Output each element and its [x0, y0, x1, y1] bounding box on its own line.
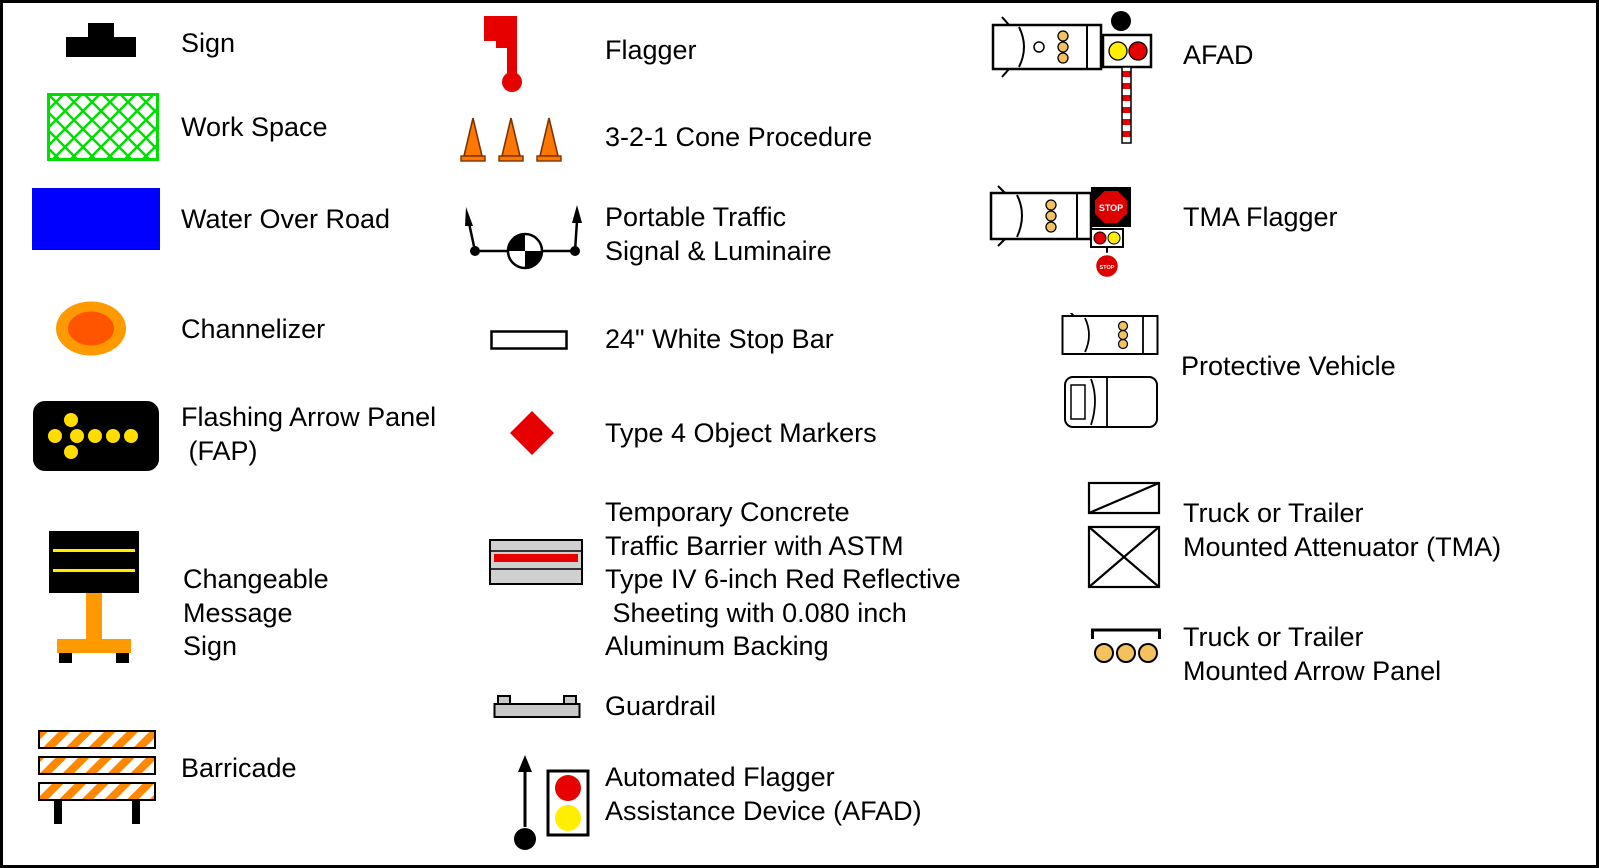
barricade-icon: [38, 730, 156, 826]
tma-attenuator-label: Truck or Trailer Mounted Attenuator (TMA…: [1183, 498, 1502, 562]
sign-label: Sign: [181, 28, 236, 58]
flashing-arrow-panel-label: Flashing Arrow Panel (FAP): [181, 402, 437, 466]
work-space-label: Work Space: [181, 112, 328, 142]
tma-flagger-icon: STOP STOP: [989, 185, 1141, 281]
channelizer-icon: [55, 300, 127, 357]
arrow-panel-truck-label: Truck or Trailer Mounted Arrow Panel: [1183, 622, 1442, 686]
arrow-panel-truck-icon: [1089, 625, 1163, 669]
work-space-icon: [47, 93, 159, 161]
object-marker-label: Type 4 Object Markers: [605, 418, 877, 448]
water-over-road-label: Water Over Road: [181, 204, 391, 234]
flashing-arrow-panel-icon: [33, 401, 159, 471]
changeable-message-sign-label: Changeable Message Sign: [183, 564, 329, 661]
stop-paddle-text: STOP: [1100, 265, 1115, 271]
concrete-barrier-label: Temporary Concrete Traffic Barrier with …: [605, 497, 961, 661]
guardrail-icon: [493, 693, 581, 721]
stop-bar-icon: [490, 330, 568, 350]
tma-flagger-label: TMA Flagger: [1183, 202, 1338, 232]
cone-procedure-icon: [459, 115, 563, 165]
afad-truck-label: AFAD: [1183, 40, 1254, 70]
flagger-icon: [483, 15, 529, 93]
sign-icon: [66, 23, 136, 61]
object-marker-icon: [509, 410, 555, 456]
tma-attenuator-icon: [1087, 481, 1161, 593]
afad-symbol-label: Automated Flagger Assistance Device (AFA…: [605, 762, 922, 826]
guardrail-label: Guardrail: [605, 691, 717, 721]
concrete-barrier-icon: [489, 539, 583, 585]
portable-traffic-signal-label: Portable Traffic Signal & Luminaire: [605, 202, 832, 266]
water-over-road-icon: [32, 188, 160, 250]
channelizer-label: Channelizer: [181, 314, 326, 344]
stop-bar-label: 24" White Stop Bar: [605, 324, 834, 354]
afad-symbol-icon: [511, 755, 591, 851]
changeable-message-sign-icon: [48, 531, 140, 671]
cone-procedure-label: 3-2-1 Cone Procedure: [605, 122, 873, 152]
stop-sign-text: STOP: [1099, 203, 1123, 213]
barricade-label: Barricade: [181, 753, 297, 783]
protective-vehicle-label: Protective Vehicle: [1181, 351, 1396, 381]
protective-vehicle-icon: [1061, 309, 1161, 431]
afad-truck-icon: [991, 11, 1166, 147]
portable-traffic-signal-icon: [465, 199, 585, 271]
flagger-label: Flagger: [605, 35, 697, 65]
